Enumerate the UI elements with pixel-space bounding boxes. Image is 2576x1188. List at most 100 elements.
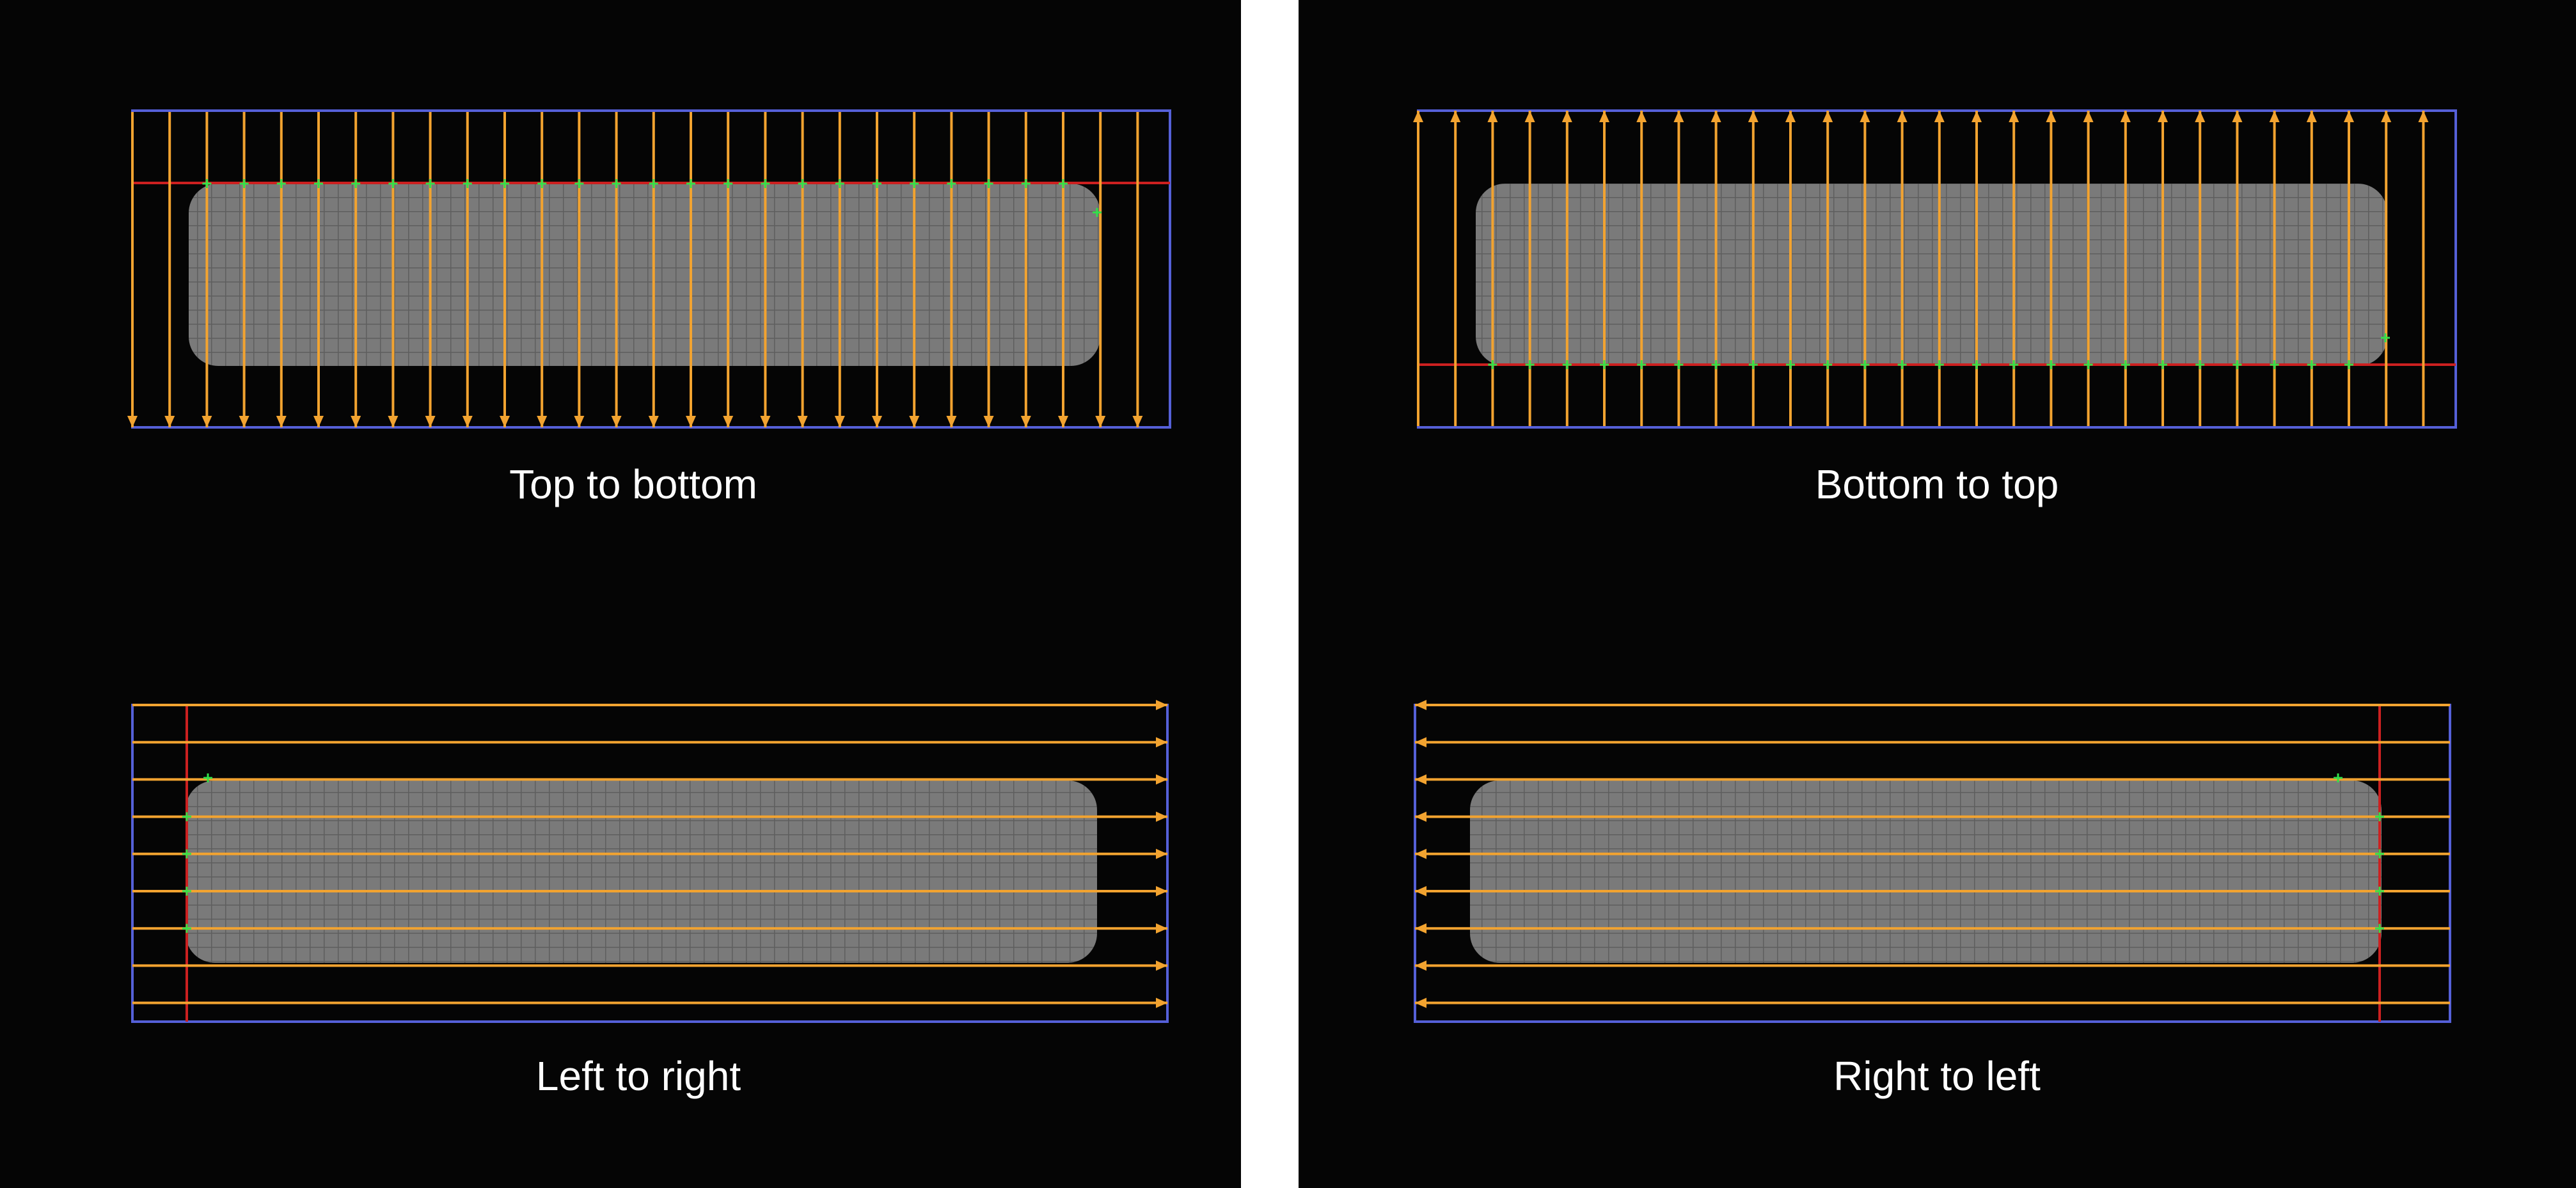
edge-point-marker xyxy=(182,924,191,933)
edge-point-marker xyxy=(500,179,509,188)
edge-point-marker xyxy=(2344,360,2353,369)
scan-arrowhead xyxy=(2046,111,2057,122)
edge-point-marker xyxy=(612,179,621,188)
scan-arrowhead xyxy=(1599,111,1609,122)
part-image xyxy=(1470,780,2382,963)
scan-arrowhead xyxy=(1897,111,1908,122)
scan-arrowhead xyxy=(1156,848,1167,859)
panel-right-to-left: Right to left xyxy=(1299,595,2576,1188)
edge-point-marker xyxy=(2083,360,2093,369)
edge-point-marker xyxy=(1711,360,1721,369)
edge-point-marker xyxy=(2046,360,2056,369)
scan-arrowhead xyxy=(686,416,696,427)
edge-point-marker xyxy=(2307,360,2316,369)
scan-arrowhead xyxy=(834,416,845,427)
scan-arrowhead xyxy=(1524,111,1535,122)
edge-point-marker xyxy=(2158,360,2167,369)
scan-arrowhead xyxy=(1785,111,1796,122)
scan-arrowhead xyxy=(1415,700,1426,710)
scan-arrowhead xyxy=(723,416,734,427)
edge-point-marker xyxy=(2334,773,2343,782)
edge-point-marker xyxy=(388,179,398,188)
scan-arrowhead xyxy=(239,416,249,427)
scan-arrowhead xyxy=(276,416,287,427)
edge-point-marker xyxy=(2270,360,2279,369)
edge-point-marker xyxy=(910,179,919,188)
scan-arrowhead xyxy=(2344,111,2354,122)
scan-arrowhead xyxy=(1748,111,1758,122)
edge-point-marker xyxy=(1059,179,1068,188)
scan-arrowhead xyxy=(909,416,920,427)
edge-point-marker xyxy=(1674,360,1684,369)
edge-point-marker xyxy=(276,179,286,188)
edge-point-marker xyxy=(462,179,472,188)
scan-arrowhead xyxy=(1413,111,1423,122)
scan-arrowhead xyxy=(946,416,957,427)
edge-point-marker xyxy=(2195,360,2205,369)
scan-arrowhead xyxy=(574,416,585,427)
scan-arrowhead xyxy=(1487,111,1498,122)
scan-diagram-right-to-left xyxy=(1414,700,2451,1023)
scan-arrowhead xyxy=(1450,111,1461,122)
edge-point-marker xyxy=(947,179,956,188)
edge-point-marker xyxy=(1525,360,1535,369)
edge-point-marker xyxy=(2009,360,2019,369)
scan-arrowhead xyxy=(313,416,324,427)
scan-arrowhead xyxy=(1156,700,1167,710)
scan-arrowhead xyxy=(1415,774,1426,785)
scan-arrowhead xyxy=(760,416,771,427)
edge-point-marker xyxy=(574,179,584,188)
edge-point-marker xyxy=(182,812,191,821)
scan-arrowhead xyxy=(1636,111,1647,122)
scan-arrowhead xyxy=(983,416,994,427)
scan-arrowhead xyxy=(1156,811,1167,822)
edge-point-marker xyxy=(203,773,212,782)
scan-lines xyxy=(127,112,1143,427)
scan-arrowhead xyxy=(1156,923,1167,934)
panel-bottom-to-top: Bottom to top xyxy=(1299,0,2576,595)
edge-point-marker xyxy=(649,179,658,188)
edge-point-marker xyxy=(873,179,881,188)
scan-arrowhead xyxy=(2158,111,2168,122)
scan-arrowhead xyxy=(1095,416,1106,427)
scan-arrowhead xyxy=(1156,997,1167,1008)
scan-arrowhead xyxy=(1934,111,1945,122)
scan-arrowhead xyxy=(1415,997,1426,1008)
part-image xyxy=(189,184,1100,366)
part-image xyxy=(186,780,1097,963)
scan-arrowhead xyxy=(2269,111,2280,122)
scan-arrowhead xyxy=(351,416,361,427)
scan-arrowhead xyxy=(1415,737,1426,748)
scan-lines xyxy=(132,700,1167,1008)
caption-left-to-right: Left to right xyxy=(535,1053,741,1099)
scan-arrowhead xyxy=(462,416,473,427)
edge-point-marker xyxy=(761,179,770,188)
edge-point-marker xyxy=(984,179,993,188)
edge-point-marker xyxy=(2232,360,2242,369)
caption-right-to-left: Right to left xyxy=(1833,1053,2041,1099)
edge-point-marker xyxy=(537,179,547,188)
scan-lines xyxy=(1415,700,2450,1008)
caption-top-to-bottom: Top to bottom xyxy=(509,461,757,507)
edge-point-marker xyxy=(686,179,695,188)
panel-top-to-bottom: Top to bottom xyxy=(0,0,1241,595)
edge-point-marker xyxy=(1748,360,1758,369)
scan-arrowhead xyxy=(1415,811,1426,822)
scan-arrowhead xyxy=(611,416,622,427)
scan-arrowhead xyxy=(1561,111,1572,122)
edge-point-marker xyxy=(1860,360,1870,369)
edge-point-marker xyxy=(1786,360,1795,369)
edge-point-marker xyxy=(351,179,361,188)
scan-arrowhead xyxy=(1972,111,1982,122)
scan-arrowhead xyxy=(872,416,882,427)
scan-diagram-top-to-bottom xyxy=(127,109,1171,429)
scan-arrowhead xyxy=(500,416,510,427)
scan-arrowhead xyxy=(2232,111,2243,122)
scan-arrowhead xyxy=(2306,111,2317,122)
scan-arrowhead xyxy=(1156,886,1167,896)
scan-arrowhead xyxy=(2009,111,2019,122)
scan-arrowhead xyxy=(164,416,175,427)
edge-point-marker xyxy=(1600,360,1609,369)
edge-point-marker xyxy=(1488,360,1497,369)
scan-arrowhead xyxy=(1020,416,1031,427)
